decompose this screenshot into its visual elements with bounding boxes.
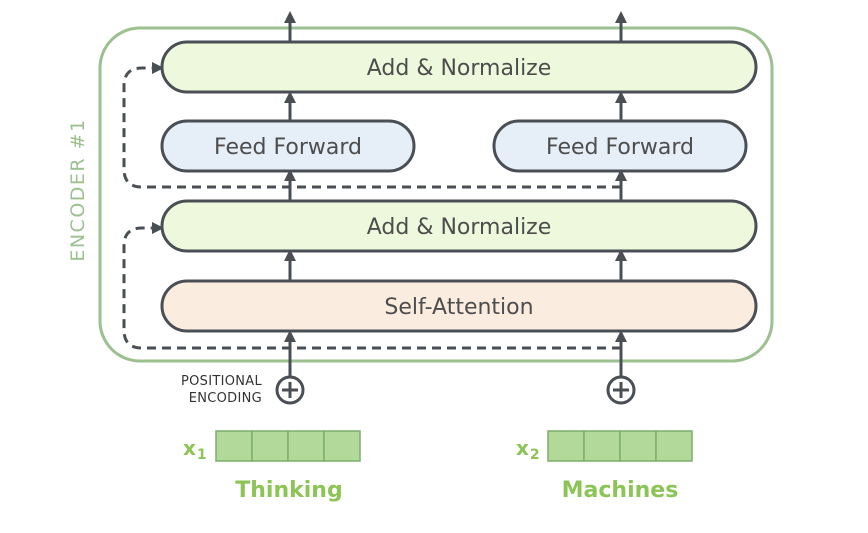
self-attention-label: Self-Attention [384, 295, 533, 320]
self-attention-box [160, 279, 758, 333]
encoder-frame [98, 26, 774, 363]
input-2-embedding-vector [547, 430, 693, 462]
positional-encoding-label-line2: ENCODING [189, 391, 262, 406]
positional-encoding-label-line1: POSITIONAL [181, 374, 262, 389]
input-1-word: Thinking [235, 478, 342, 503]
feed-forward-left-box [160, 119, 416, 173]
feed-forward-right-box [492, 119, 748, 173]
input-2-variable: x2 [516, 436, 540, 463]
residual-connection-bottom [122, 222, 621, 350]
feed-forward-left-label: Feed Forward [214, 135, 362, 160]
positional-encoding-add-icon-left [275, 375, 305, 405]
add-normalize-bottom-box [160, 199, 758, 253]
add-normalize-top-label: Add & Normalize [367, 56, 552, 81]
residual-connection-top [122, 62, 621, 189]
add-normalize-bottom-label: Add & Normalize [367, 215, 552, 240]
encoder-label: ENCODER #1 [67, 118, 89, 261]
input-2-word: Machines [562, 478, 679, 503]
input-1-variable: x1 [183, 436, 207, 463]
add-normalize-top-box [160, 40, 758, 94]
flow-arrows [284, 11, 627, 376]
feed-forward-right-label: Feed Forward [546, 135, 694, 160]
positional-encoding-add-icon-right [606, 375, 636, 405]
input-1-embedding-vector [215, 430, 361, 462]
